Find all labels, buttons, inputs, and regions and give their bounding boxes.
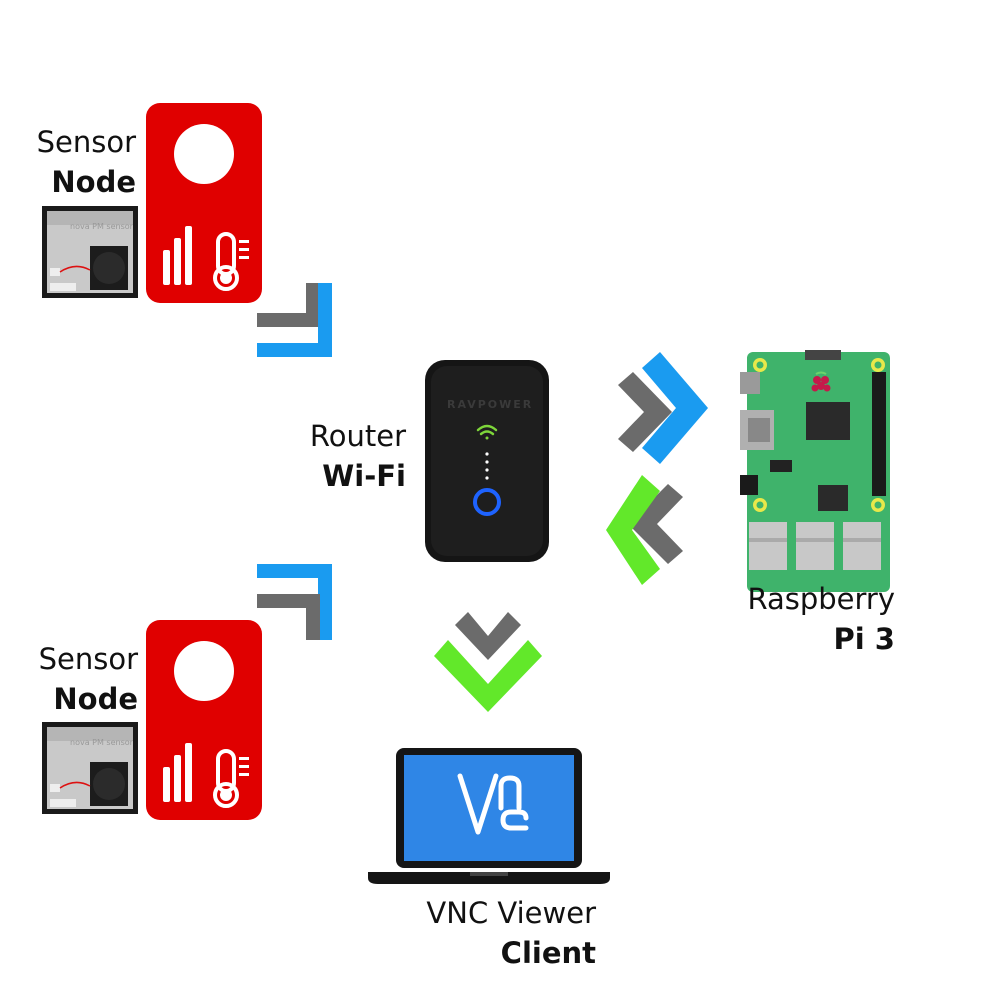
raspberry-logo-icon (811, 371, 831, 392)
vnc-viewer-line2: Client (500, 936, 596, 970)
sensor-node-top: nova PM sensor (42, 103, 262, 303)
router-line1: Router (309, 419, 406, 453)
sensor-node-bottom-line1: Sensor (38, 642, 138, 676)
vnc-viewer-label: VNC Viewer Client (380, 893, 596, 973)
sensor-node-bottom-label: Sensor Node (20, 639, 138, 719)
router-label: Router Wi-Fi (280, 416, 406, 496)
wifi-icon (476, 424, 498, 440)
thermometer-icon (213, 232, 249, 291)
router-icon: RAVPOWER (425, 360, 549, 562)
chevron-arrow-icon (606, 475, 683, 585)
router-brand: RAVPOWER (447, 398, 533, 411)
sensor-node-top-line2: Node (51, 165, 136, 199)
vnc-viewer-line1: VNC Viewer (426, 896, 596, 930)
chevron-arrow-icon (434, 612, 542, 712)
router-line2: Wi-Fi (322, 459, 406, 493)
raspberry-pi-line2: Pi 3 (833, 622, 895, 656)
raspberry-pi-board-icon (740, 350, 890, 592)
chevron-arrow-icon (618, 352, 708, 464)
pm-sensor-module-icon: nova PM sensor (42, 722, 138, 814)
bar-chart-icon (163, 743, 192, 802)
vnc-logo-icon (457, 773, 529, 835)
chevron-arrow-icon (257, 564, 332, 640)
sensor-node-top-label: Sensor Node (20, 122, 136, 202)
laptop-icon (368, 748, 610, 884)
sensor-node-bottom-line2: Node (53, 682, 138, 716)
chevron-arrow-icon (257, 283, 332, 357)
raspberry-pi-label: Raspberry Pi 3 (720, 579, 895, 659)
pm-sensor-module-icon: nova PM sensor (42, 206, 138, 298)
thermometer-icon (213, 749, 249, 808)
pm-sensor-label: nova PM sensor (70, 222, 134, 231)
sensor-node-icon (146, 620, 262, 820)
pm-sensor-label: nova PM sensor (70, 738, 134, 747)
sensor-node-bottom: nova PM sensor (42, 620, 262, 820)
sensor-node-icon (146, 103, 262, 303)
bar-chart-icon (163, 226, 192, 285)
sensor-node-top-line1: Sensor (36, 125, 136, 159)
raspberry-pi-line1: Raspberry (747, 582, 895, 616)
